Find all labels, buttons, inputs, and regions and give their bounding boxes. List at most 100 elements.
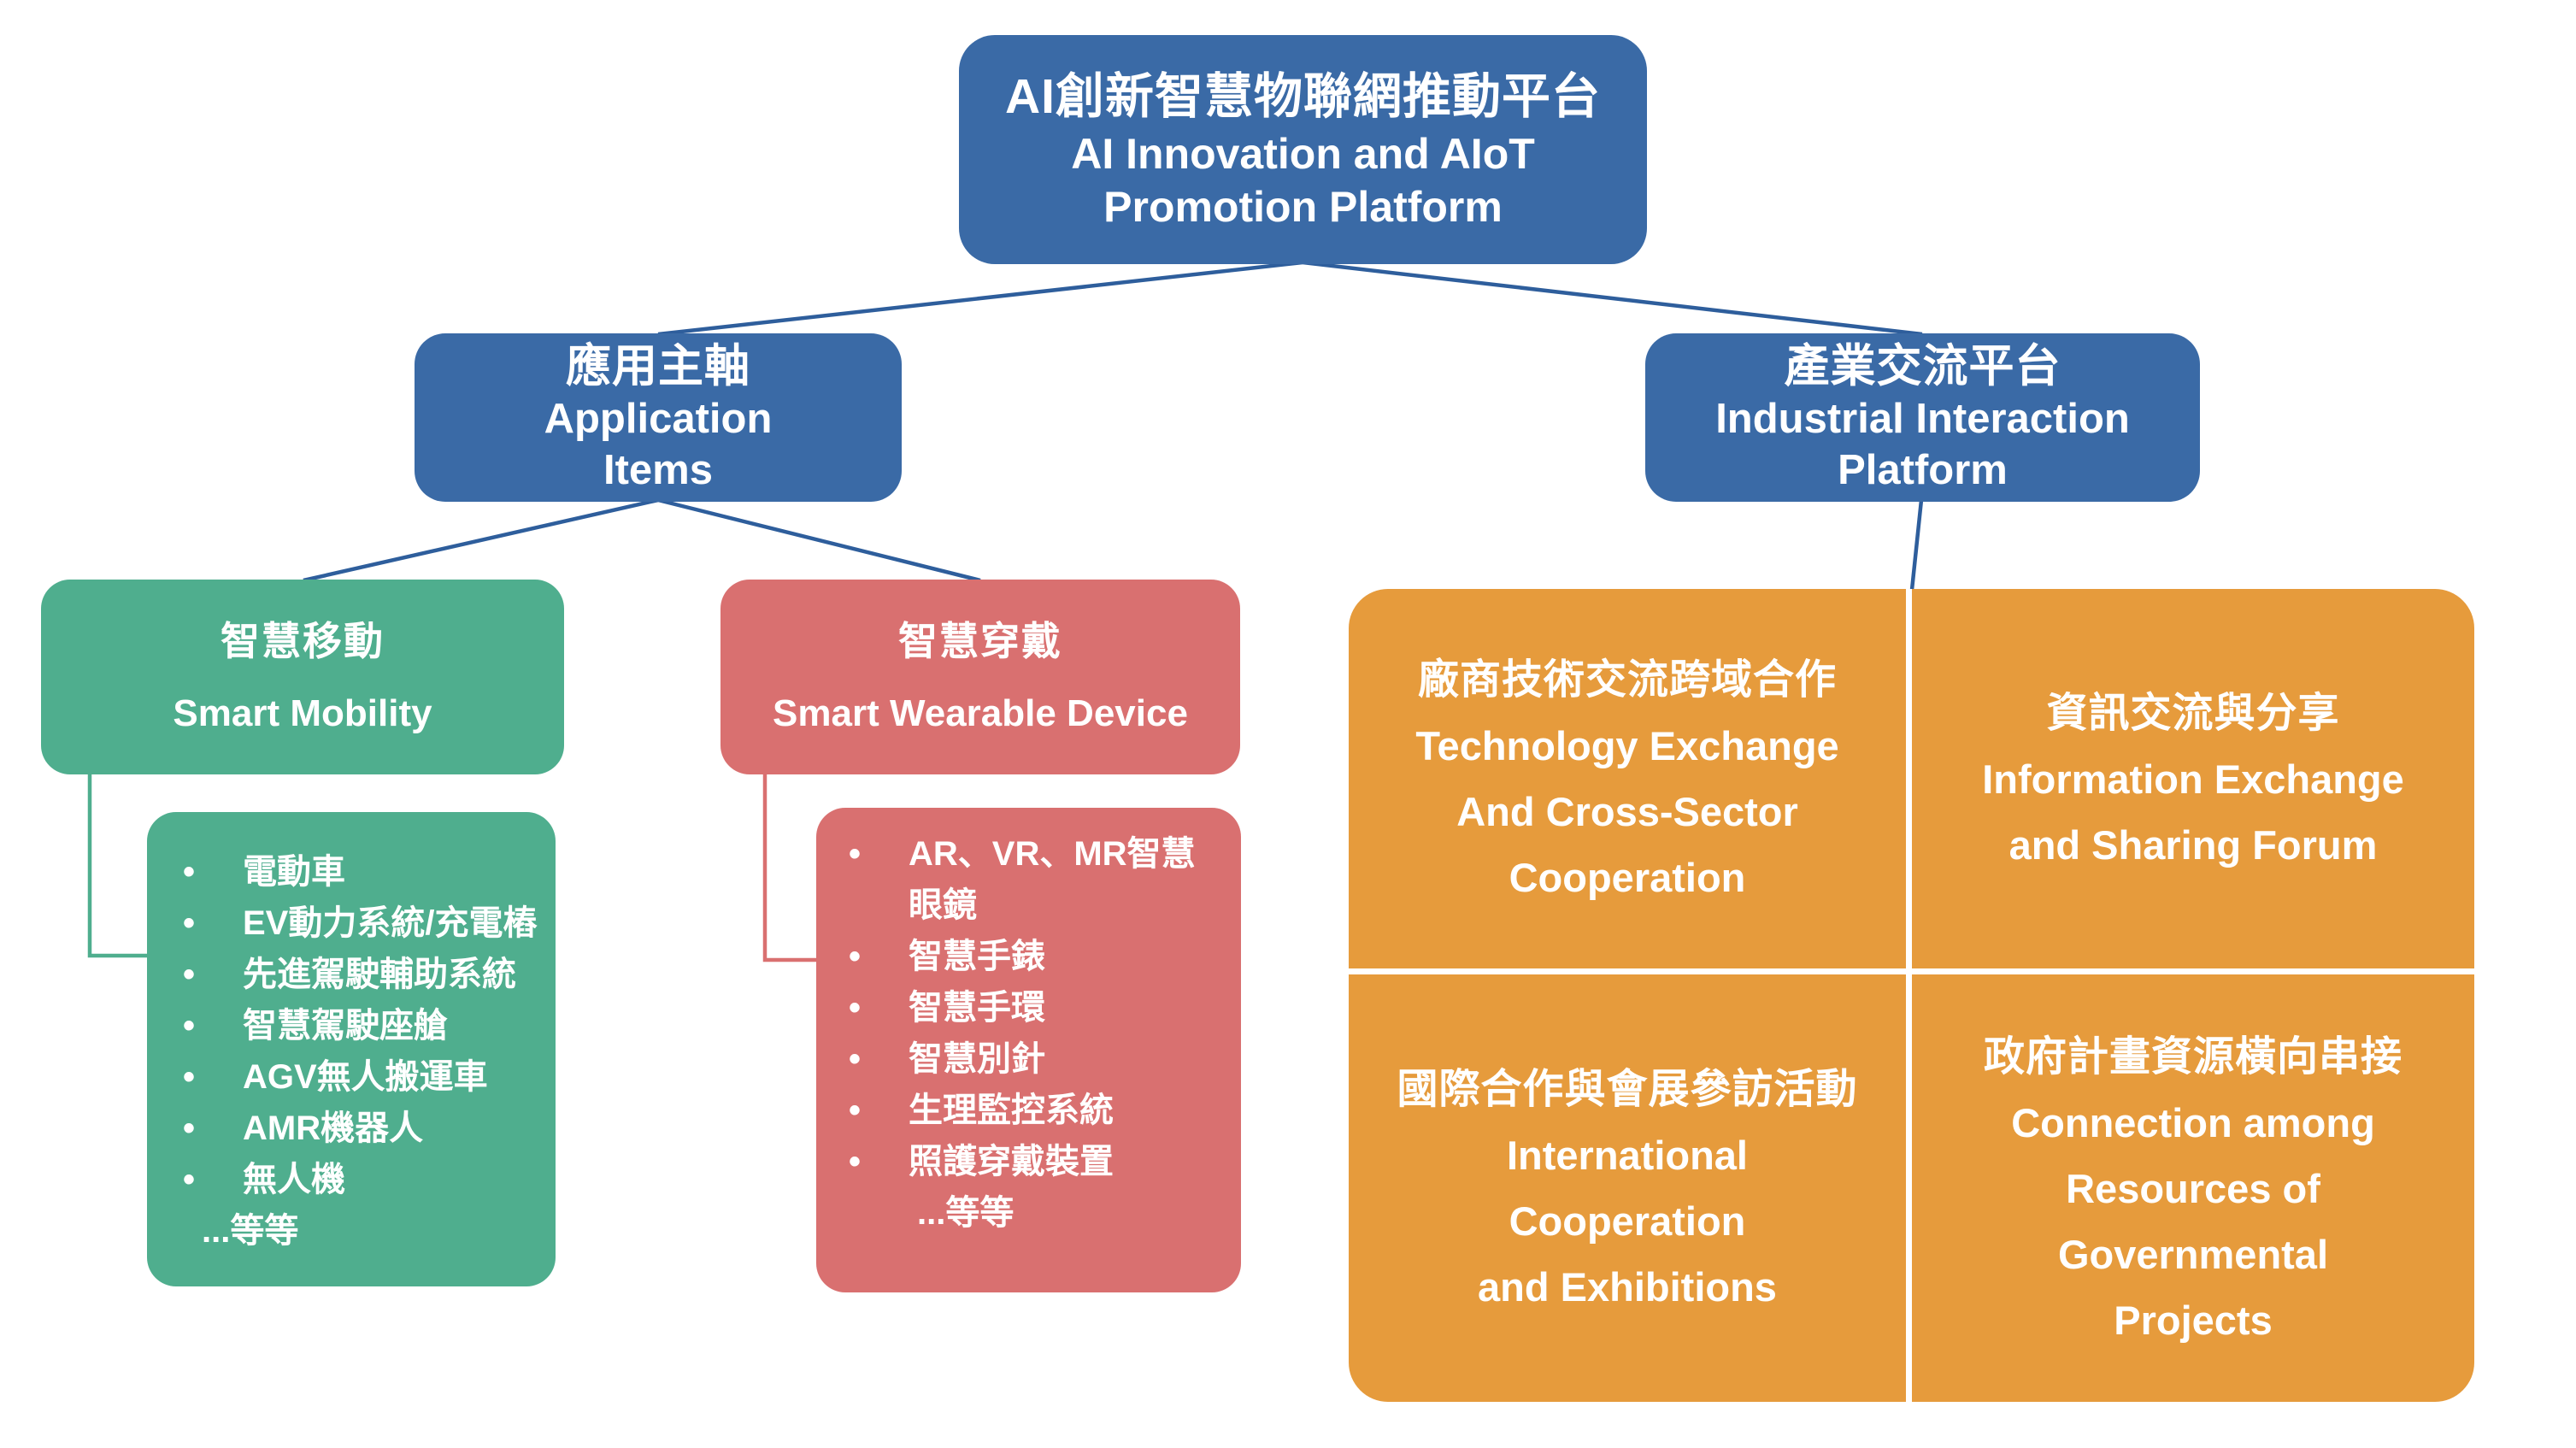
smart-wearable-items: • AR、VR、MR智慧眼鏡 • 智慧手錶 • 智慧手環 • 智慧別針 • 生理監控系統 • 照護穿戴… bbox=[845, 828, 1229, 1187]
cell-governmental-projects-title-zh: 政府計畫資源橫向串接 bbox=[1983, 1033, 2403, 1080]
branch-application-title-zh: 應用主軸 bbox=[566, 340, 750, 391]
bullet-icon: • bbox=[183, 956, 196, 993]
list-item: • 智慧駕駛座艙 bbox=[179, 1000, 540, 1051]
group-node-smart-mobility: 智慧移動 Smart Mobility bbox=[41, 580, 564, 774]
quadrant-vertical-divider bbox=[1906, 589, 1912, 1402]
list-item: • 電動車 bbox=[179, 846, 540, 898]
bullet-icon: • bbox=[849, 989, 862, 1027]
smart-mobility-title-en: Smart Mobility bbox=[173, 692, 432, 734]
list-item-label: 智慧別針 bbox=[909, 1040, 1045, 1078]
list-item-label: 生理監控系統 bbox=[909, 1092, 1114, 1129]
bullet-icon: • bbox=[849, 938, 862, 975]
list-item-label: 智慧駕駛座艙 bbox=[243, 1007, 448, 1045]
list-item: • EV動力系統/充電樁 bbox=[179, 898, 540, 949]
root-title-en: AI Innovation and AIoT Promotion Platform bbox=[1071, 127, 1535, 233]
cell-international-cooperation-title-zh: 國際合作與會展參訪活動 bbox=[1397, 1067, 1858, 1112]
smart-wearable-more-label: ...等等 bbox=[917, 1194, 1015, 1232]
text-line: Platform bbox=[1838, 446, 2008, 493]
list-item-label: 智慧手環 bbox=[909, 989, 1045, 1027]
smart-mobility-item-list: • 電動車 • EV動力系統/充電樁 • 先進駕駛輔助系統 • 智慧駕駛座艙 • AGV無人搬運車… bbox=[147, 812, 556, 1286]
list-item: • 生理監控系統 bbox=[845, 1085, 1229, 1136]
smart-wearable-item-list: • AR、VR、MR智慧眼鏡 • 智慧手錶 • 智慧手環 • 智慧別針 • 生理監控系統 • 照護穿戴… bbox=[816, 808, 1241, 1292]
text-line: Cooperation bbox=[1509, 1198, 1746, 1244]
connector-root-to-application bbox=[657, 260, 1303, 337]
text-line: AI Innovation and AIoT bbox=[1071, 130, 1535, 178]
list-item: • AMR機器人 bbox=[179, 1103, 540, 1154]
bullet-icon: • bbox=[183, 853, 196, 891]
list-item: • 智慧手環 bbox=[845, 982, 1229, 1033]
root-node-aiot-platform: AI創新智慧物聯網推動平台 AI Innovation and AIoT Prom… bbox=[959, 35, 1647, 264]
cell-information-exchange-title-en: Information Exchange and Sharing Forum bbox=[1982, 746, 2404, 878]
smart-wearable-title-en: Smart Wearable Device bbox=[773, 692, 1188, 734]
bullet-icon: • bbox=[849, 1092, 862, 1129]
text-line: Governmental bbox=[2057, 1231, 2329, 1277]
text-line: and Exhibitions bbox=[1478, 1264, 1777, 1310]
text-line: Connection among bbox=[2011, 1099, 2375, 1145]
branch-industrial-title-zh: 產業交流平台 bbox=[1784, 340, 2061, 391]
list-item-label: AR、VR、MR智慧眼鏡 bbox=[909, 835, 1196, 924]
quadrant-cell-information-exchange: 資訊交流與分享 Information Exchange and Sharing … bbox=[1912, 589, 2474, 968]
text-line: Technology Exchange bbox=[1415, 723, 1839, 768]
list-item-label: AGV無人搬運車 bbox=[243, 1058, 488, 1096]
list-item: • 智慧別針 bbox=[845, 1033, 1229, 1085]
connector-mobility-to-list bbox=[87, 773, 149, 958]
text-line: International bbox=[1506, 1133, 1748, 1178]
list-item-label: EV動力系統/充電樁 bbox=[243, 904, 538, 942]
connector-application-to-wearable bbox=[657, 497, 981, 583]
connector-industrial-to-quadrant bbox=[1909, 499, 1924, 591]
bullet-icon: • bbox=[849, 1040, 862, 1078]
text-line: Cooperation bbox=[1509, 855, 1746, 900]
bullet-icon: • bbox=[849, 835, 862, 873]
bullet-icon: • bbox=[183, 904, 196, 942]
list-item-label: 照護穿戴裝置 bbox=[909, 1143, 1114, 1180]
text-line: And Cross-Sector bbox=[1456, 789, 1798, 834]
bullet-icon: • bbox=[183, 1007, 196, 1045]
list-item: • 無人機 bbox=[179, 1154, 540, 1205]
smart-mobility-more-label: ...等等 bbox=[202, 1212, 299, 1250]
smart-mobility-items: • 電動車 • EV動力系統/充電樁 • 先進駕駛輔助系統 • 智慧駕駛座艙 • AGV無人搬運車… bbox=[179, 846, 540, 1205]
list-item: • 智慧手錶 bbox=[845, 931, 1229, 982]
list-item-label: 電動車 bbox=[243, 853, 345, 891]
list-item-label: 無人機 bbox=[243, 1161, 345, 1198]
text-line: and Sharing Forum bbox=[2008, 821, 2378, 868]
text-line: Items bbox=[603, 446, 713, 493]
list-item: • AR、VR、MR智慧眼鏡 bbox=[845, 828, 1229, 931]
list-item: • 照護穿戴裝置 bbox=[845, 1136, 1229, 1187]
root-title-zh: AI創新智慧物聯網推動平台 bbox=[1005, 69, 1601, 124]
bullet-icon: • bbox=[183, 1161, 196, 1198]
bullet-icon: • bbox=[183, 1110, 196, 1147]
cell-information-exchange-title-zh: 資訊交流與分享 bbox=[2046, 690, 2340, 736]
connector-application-to-mobility bbox=[303, 497, 659, 583]
text-line: Information Exchange bbox=[1982, 756, 2404, 802]
text-line: Promotion Platform bbox=[1103, 183, 1503, 231]
bullet-icon: • bbox=[849, 1143, 862, 1180]
list-item: • 先進駕駛輔助系統 bbox=[179, 949, 540, 1000]
list-item: • AGV無人搬運車 bbox=[179, 1051, 540, 1103]
text-line: Resources of bbox=[2066, 1165, 2320, 1211]
list-item-label: 先進駕駛輔助系統 bbox=[243, 956, 516, 993]
group-node-smart-wearable: 智慧穿戴 Smart Wearable Device bbox=[720, 580, 1240, 774]
quadrant-horizontal-divider bbox=[1349, 968, 2474, 974]
connector-wearable-to-list bbox=[762, 773, 818, 962]
bullet-icon: • bbox=[183, 1058, 196, 1096]
cell-technology-exchange-title-zh: 廠商技術交流跨域合作 bbox=[1417, 657, 1837, 703]
text-line: Industrial Interaction bbox=[1715, 395, 2130, 442]
smart-mobility-title-zh: 智慧移動 bbox=[221, 619, 385, 663]
connector-root-to-industrial bbox=[1302, 260, 1923, 337]
list-item-label: AMR機器人 bbox=[243, 1110, 424, 1147]
text-line: Application bbox=[544, 395, 773, 442]
list-item-label: 智慧手錶 bbox=[909, 938, 1045, 975]
smart-wearable-title-zh: 智慧穿戴 bbox=[898, 619, 1062, 663]
